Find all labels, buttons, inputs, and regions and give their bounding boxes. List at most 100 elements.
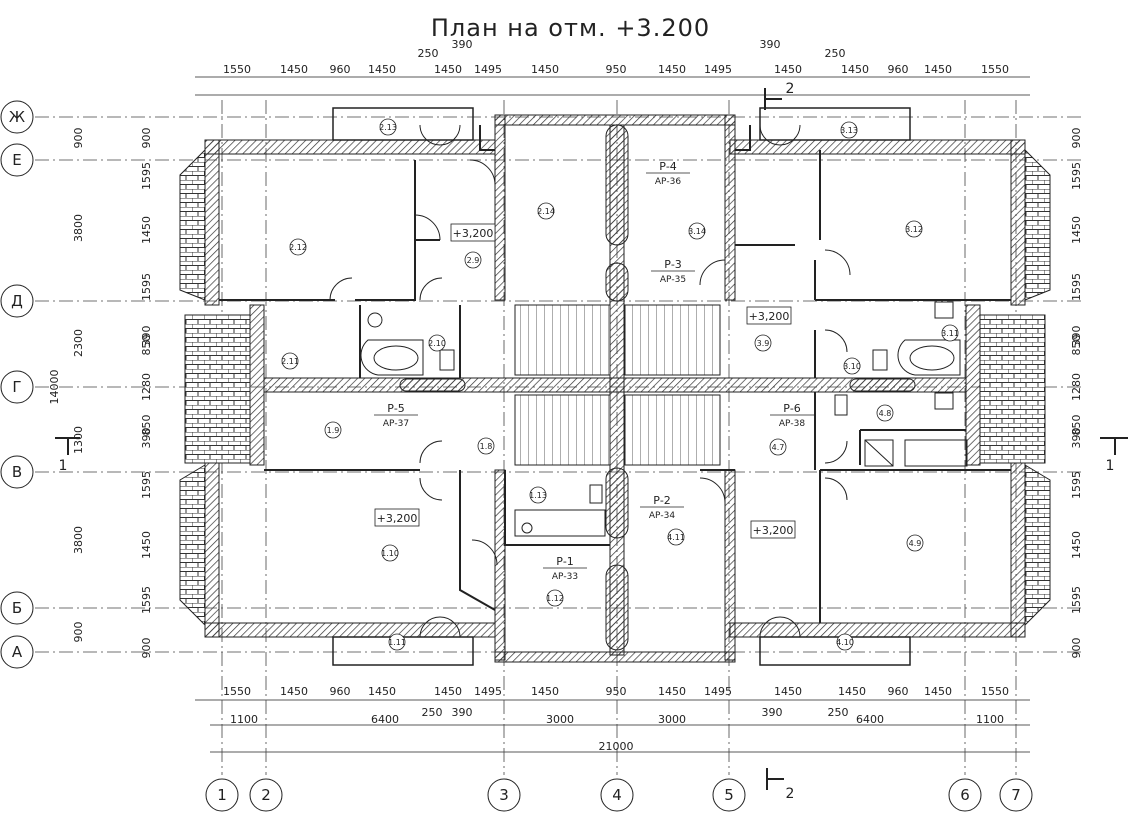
left-dim-label: 3800: [72, 214, 85, 242]
room-number-1.9: 1.9: [327, 426, 340, 435]
axis-bubble-1: [205, 778, 239, 812]
left-dim-label: 900: [72, 622, 85, 643]
left-total-label: 14000: [48, 370, 61, 405]
bottom-dim-label: 6400: [371, 713, 399, 726]
top-dim-label: 1450: [280, 63, 308, 76]
axis-label-Е: Е: [12, 151, 21, 169]
bottom-dim-label: 1450: [434, 685, 462, 698]
elevation-label: +3,200: [377, 512, 418, 525]
bottom-dim-label: 390: [452, 706, 473, 719]
axis-label-Д: Д: [11, 292, 23, 310]
room-numbers: 2.132.122.92.142.102.111.91.81.101.111.1…: [281, 118, 959, 651]
room-marker-1.8: [477, 437, 495, 455]
bottom-dim-label: 960: [888, 685, 909, 698]
left-inner-dim-label: 850: [140, 415, 153, 436]
room-marker-3.9: [754, 334, 772, 352]
partition-callouts: Р-1АР-33Р-2АР-34Р-3АР-35Р-4АР-36Р-5АР-37…: [374, 160, 814, 582]
right-inner-dim-label: 390: [1070, 326, 1083, 347]
right-inner-dim-label: 900: [1070, 638, 1083, 659]
bottom-dim-label: 6400: [856, 713, 884, 726]
left-dim-label: 1300: [72, 426, 85, 454]
left-inner-dim-label: 1595: [140, 273, 153, 301]
elevation-label: +3,200: [453, 227, 494, 240]
room-number-2.13: 2.13: [379, 123, 397, 132]
bottom-dim-label: 3000: [546, 713, 574, 726]
room-marker-2.12: [289, 238, 307, 256]
right-inner-dim-label: 390: [1070, 428, 1083, 449]
section-mark-top-line: [764, 88, 782, 110]
axis-label-5: 5: [724, 786, 734, 804]
room-number-4.10: 4.10: [836, 638, 854, 647]
partition-ref-Р-6: АР-38: [779, 419, 806, 429]
axis-bubble-2: [249, 778, 283, 812]
room-number-2.14: 2.14: [537, 207, 555, 216]
room-number-3.11: 3.11: [941, 329, 959, 338]
top-dim-label: 1450: [841, 63, 869, 76]
left-inner-dim-label: 1595: [140, 162, 153, 190]
top-dim-label: 390: [452, 38, 473, 51]
section-mark-right-line: [1100, 437, 1128, 455]
partition-code-Р-1: Р-1: [556, 555, 574, 568]
left-dim-label: 2300: [72, 329, 85, 357]
axis-bubble-Г: [0, 370, 34, 404]
plan-title: План на отм. +3.200: [430, 14, 711, 42]
room-marker-3.11: [941, 324, 959, 342]
bottom-dim-label: 250: [828, 706, 849, 719]
right-inner-dim-label: 850: [1070, 335, 1083, 356]
bottom-dim-label: 1495: [704, 685, 732, 698]
room-number-2.10: 2.10: [428, 339, 446, 348]
right-inner-dim-label: 1595: [1070, 471, 1083, 499]
top-dim-label: 1550: [223, 63, 251, 76]
elevation-box: [750, 520, 796, 539]
section-mark-left-label: 1: [59, 458, 68, 474]
right-inner-dim-label: 1595: [1070, 273, 1083, 301]
room-number-3.12: 3.12: [905, 225, 923, 234]
bottom-dim-label: 250: [422, 706, 443, 719]
top-dim-label: 960: [330, 63, 351, 76]
partition-ref-Р-3: АР-35: [660, 275, 686, 285]
bottom-dim-label: 1550: [981, 685, 1009, 698]
right-inner-dim-label: 900: [1070, 128, 1083, 149]
bottom-dim-label: 1450: [774, 685, 802, 698]
room-marker-2.14: [537, 202, 555, 220]
room-marker-1.11: [388, 633, 406, 651]
elevation-marks: +3,200+3,200+3,200+3,200: [374, 223, 796, 539]
bottom-dim-label: 960: [330, 685, 351, 698]
partition-code-Р-3: Р-3: [664, 258, 682, 271]
right-inner-dim-label: 1450: [1070, 531, 1083, 559]
room-marker-2.13: [379, 118, 397, 136]
top-dim-label: 1450: [531, 63, 559, 76]
room-marker-1.13: [529, 486, 547, 504]
elevation-box: [374, 508, 420, 527]
top-dimension-chain: [195, 76, 1030, 96]
top-dim-label: 1450: [434, 63, 462, 76]
interior-partitions: [219, 125, 1011, 623]
left-dim-label: 3800: [72, 526, 85, 554]
right-inner-dim-label: 1450: [1070, 216, 1083, 244]
room-number-4.7: 4.7: [772, 443, 785, 452]
partition-code-Р-5: Р-5: [387, 402, 405, 415]
left-inner-dim-label: 1450: [140, 531, 153, 559]
room-marker-2.9: [464, 251, 482, 269]
axis-label-7: 7: [1011, 786, 1021, 804]
left-inner-dim-label: 1450: [140, 216, 153, 244]
room-marker-1.9: [324, 421, 342, 439]
elevation-label: +3,200: [749, 310, 790, 323]
right-inner-dim-label: 1595: [1070, 586, 1083, 614]
room-marker-1.10: [381, 544, 399, 562]
top-dim-label: 1450: [658, 63, 686, 76]
partition-ref-Р-4: АР-36: [655, 177, 682, 187]
top-dim-label: 1450: [924, 63, 952, 76]
axis-bubble-В: [0, 455, 34, 489]
section-mark-top-label: 2: [786, 81, 795, 97]
bottom-dim-label: 1450: [531, 685, 559, 698]
axis-label-4: 4: [612, 786, 622, 804]
top-dim-label: 390: [760, 38, 781, 51]
room-number-3.13: 3.13: [840, 126, 858, 135]
brick-bay-windows: [179, 148, 1051, 627]
axis-label-Г: Г: [12, 378, 21, 396]
bottom-dim-label: 1450: [368, 685, 396, 698]
section-mark-bottom-label: 2: [786, 786, 795, 802]
axis-bubble-3: [487, 778, 521, 812]
